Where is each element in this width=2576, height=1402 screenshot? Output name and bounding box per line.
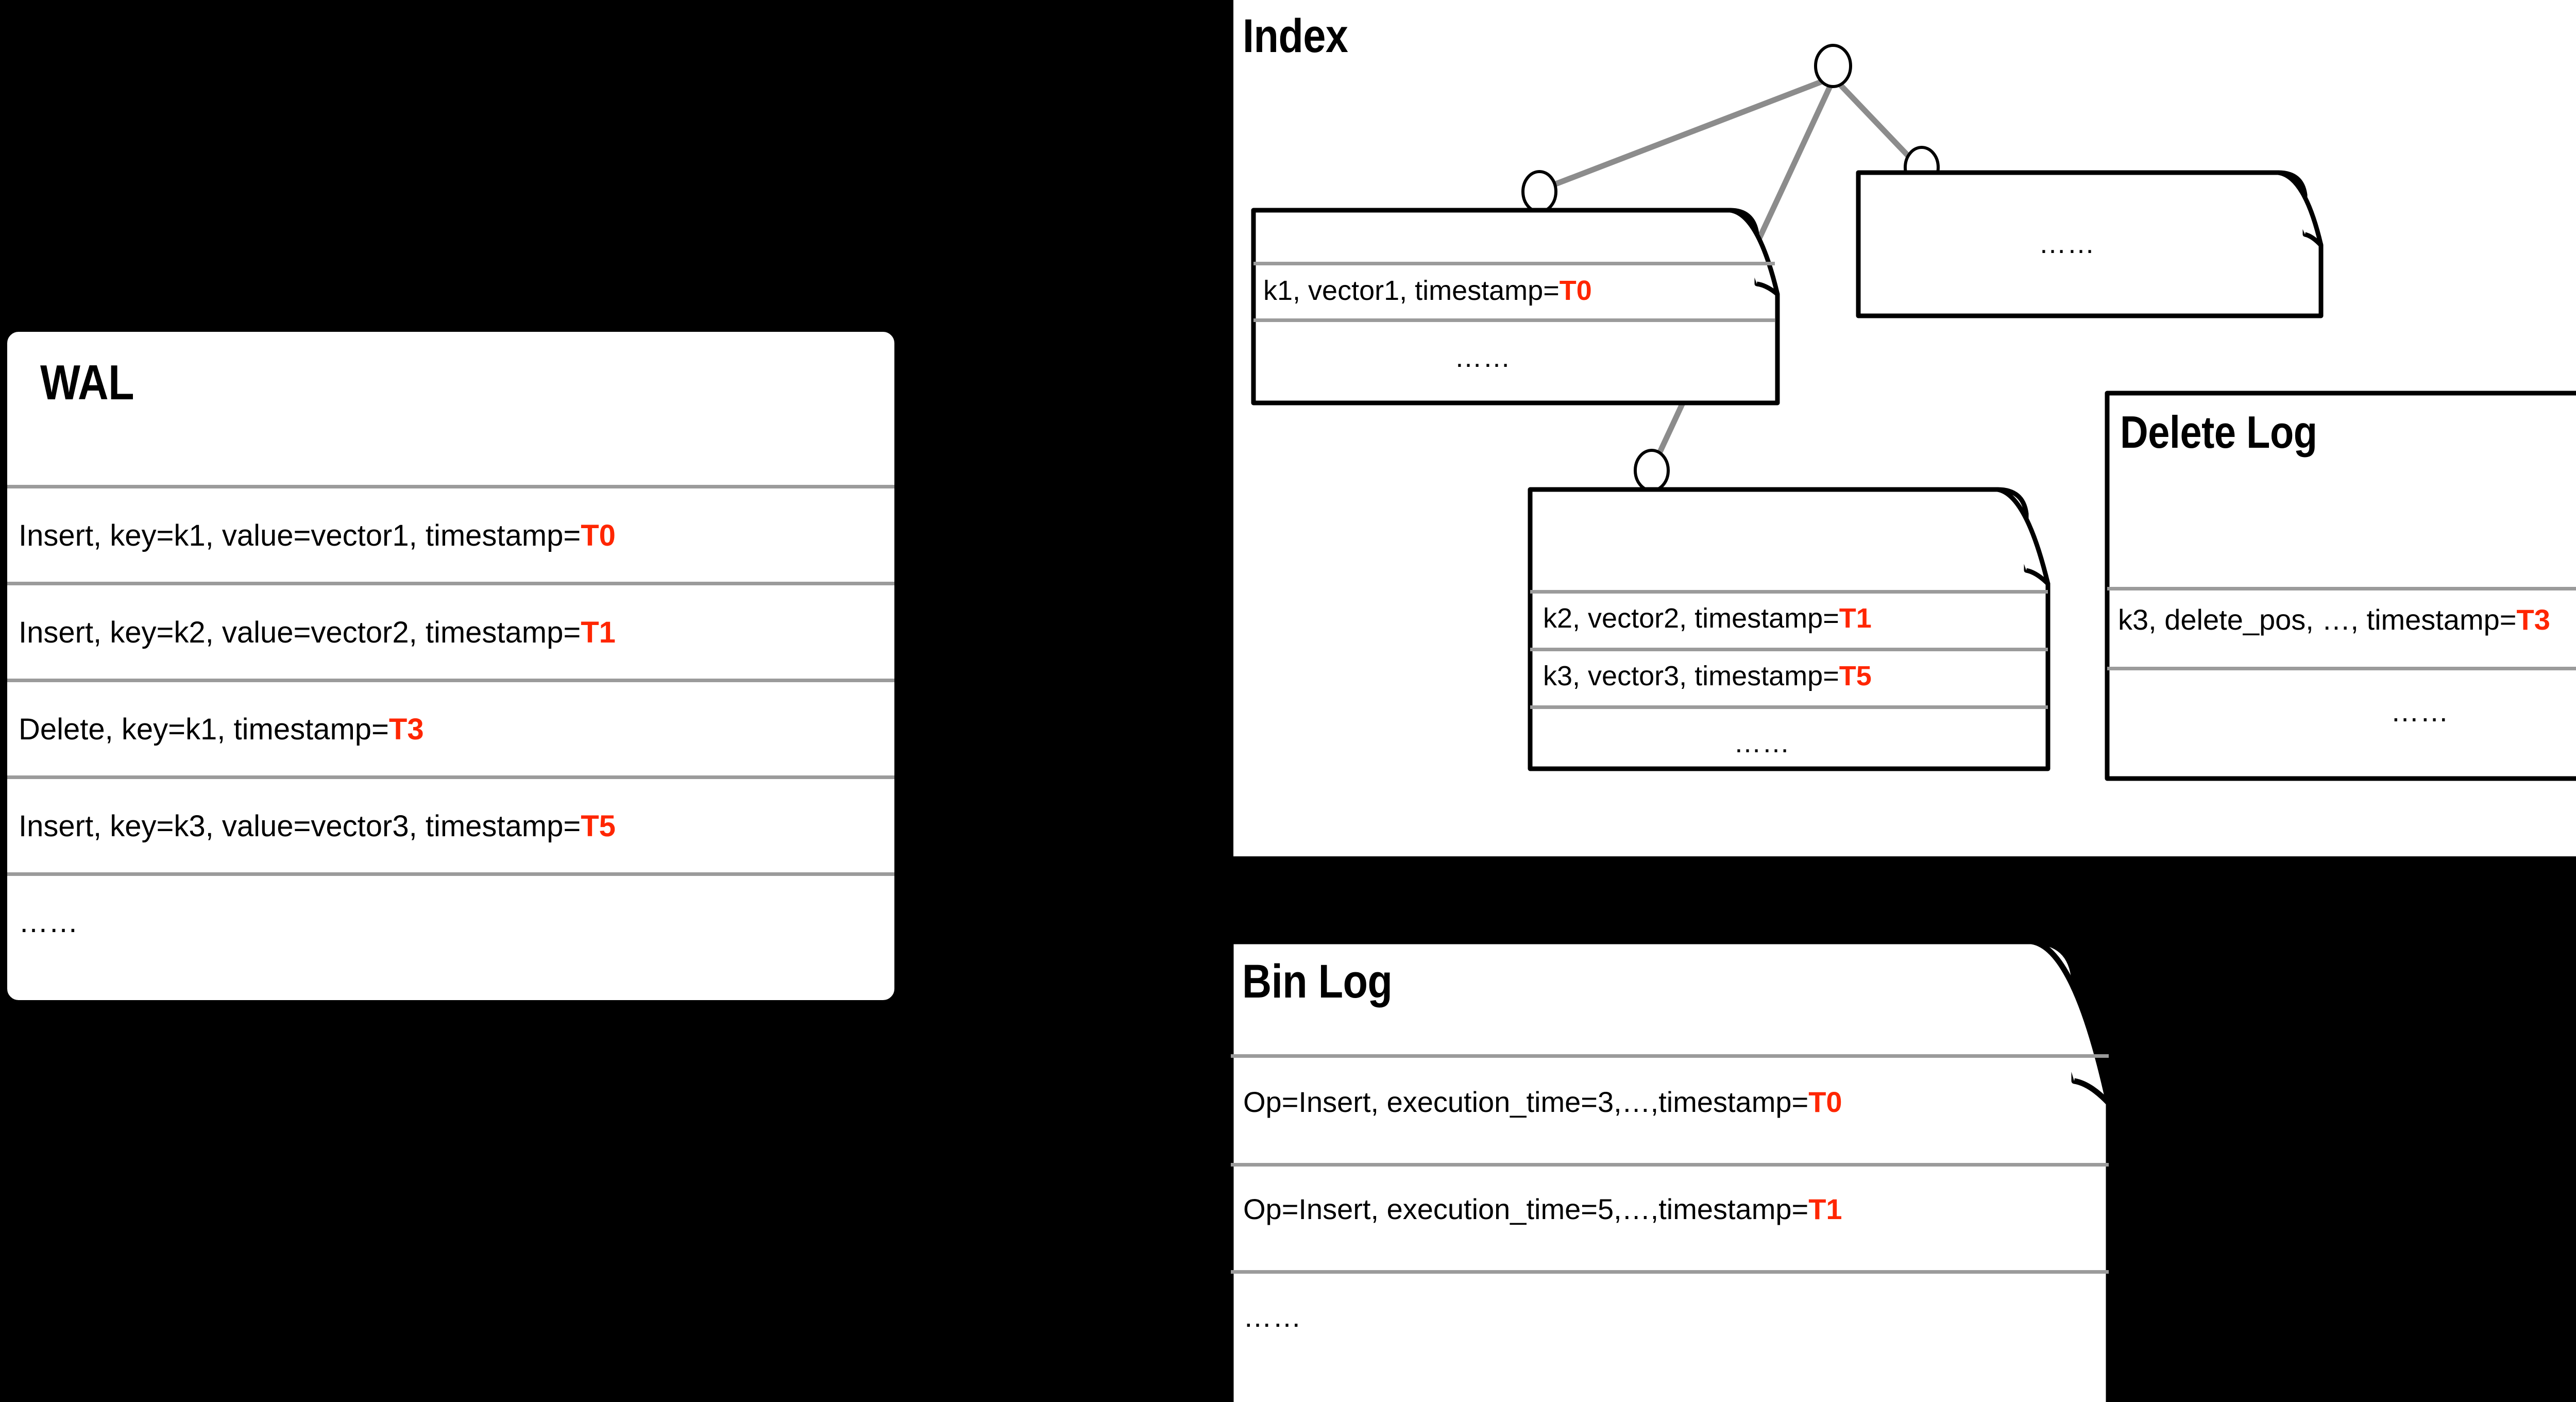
wal-separator [7, 582, 894, 585]
wal-row: Delete, key=k1, timestamp=T3 [19, 712, 424, 747]
bin-log-row-text: Op=Insert, execution_time=3,…,timestamp= [1243, 1086, 1809, 1118]
wal-row-timestamp: T5 [581, 809, 616, 843]
document-shape [1528, 487, 2050, 771]
wal-separator [7, 775, 894, 779]
delete-log-title: Delete Log [2120, 407, 2317, 458]
leaf-row-ellipsis: …… [1454, 342, 1511, 373]
delete-log-row-ellipsis: …… [2391, 695, 2449, 728]
wal-row-text: Insert, key=k3, value=vector3, timestamp… [19, 809, 581, 843]
leaf-row-ellipsis: …… [1734, 728, 1790, 758]
index-title: Index [1243, 10, 1348, 62]
document-shape [2105, 391, 2576, 781]
leaf-separator [1530, 705, 2048, 709]
leaf-row-timestamp: T1 [1839, 603, 1872, 634]
wal-row-timestamp: T3 [388, 713, 424, 746]
delete-log-row: k3, delete_pos, …, timestamp=T3 [2118, 603, 2550, 636]
leaf-row-ellipsis: …… [2039, 228, 2095, 259]
leaf-separator [1530, 648, 2048, 651]
wal-title: WAL [40, 355, 134, 410]
bin-log-panel: Bin Log Op=Insert, execution_time=3,…,ti… [1228, 938, 2223, 1402]
wal-row-text: Delete, key=k1, timestamp= [19, 713, 389, 746]
delete-log-row-text: k3, delete_pos, …, timestamp= [2118, 603, 2517, 636]
wal-row: Insert, key=k1, value=vector1, timestamp… [19, 518, 616, 553]
index-leaf-right: …… [1856, 170, 2324, 318]
bin-log-separator [1231, 1163, 2109, 1167]
index-panel: Index k1, vector1, timestamp=T0 [1233, 0, 2576, 856]
bin-log-title: Bin Log [1242, 955, 1393, 1008]
document-shape [1251, 208, 1780, 406]
delete-log-separator [2107, 587, 2576, 590]
bin-log-separator [1231, 1054, 2109, 1058]
wal-separator [7, 485, 894, 488]
bin-log-row-timestamp: T1 [1808, 1193, 1842, 1225]
document-shape [1856, 170, 2324, 318]
wal-row-text: …… [19, 905, 78, 939]
bin-log-row-ellipsis: …… [1243, 1300, 1302, 1333]
delete-log-separator [2107, 667, 2576, 670]
bin-log-row: Op=Insert, execution_time=5,…,timestamp=… [1243, 1192, 1842, 1226]
wal-separator [7, 679, 894, 682]
leaf-separator [1530, 590, 2048, 594]
wal-row: Insert, key=k2, value=vector2, timestamp… [19, 615, 616, 650]
delete-log-panel: Delete Log k3, delete_pos, …, timestamp=… [2105, 391, 2576, 781]
wal-row-text: Insert, key=k1, value=vector1, timestamp… [19, 519, 581, 552]
leaf-row-timestamp: T5 [1839, 661, 1872, 691]
leaf-row: k2, vector2, timestamp=T1 [1543, 602, 1872, 634]
bin-log-separator [1231, 1270, 2109, 1274]
leaf-separator [1253, 318, 1775, 322]
wal-row-timestamp: T0 [581, 519, 616, 552]
wal-panel: WAL Insert, key=k1, value=vector1, times… [5, 330, 896, 1002]
wal-row: Insert, key=k3, value=vector3, timestamp… [19, 809, 616, 843]
wal-row-ellipsis: …… [19, 905, 78, 939]
wal-separator [7, 872, 894, 876]
leaf-row-text: k3, vector3, timestamp= [1543, 661, 1839, 691]
bin-log-row: Op=Insert, execution_time=3,…,timestamp=… [1243, 1085, 1842, 1119]
delete-log-row-timestamp: T3 [2516, 603, 2550, 636]
leaf-row-text: k2, vector2, timestamp= [1543, 603, 1839, 634]
bin-log-row-text: Op=Insert, execution_time=5,…,timestamp= [1243, 1193, 1809, 1225]
leaf-row-timestamp: T0 [1559, 275, 1592, 306]
leaf-row: k1, vector1, timestamp=T0 [1263, 275, 1592, 307]
index-leaf-center: k2, vector2, timestamp=T1 k3, vector3, t… [1528, 487, 2053, 771]
bin-log-row-timestamp: T0 [1808, 1086, 1842, 1118]
wal-row-text: Insert, key=k2, value=vector2, timestamp… [19, 616, 581, 649]
wal-row-timestamp: T1 [581, 616, 616, 649]
index-leaf-left: k1, vector1, timestamp=T0 …… [1251, 208, 1780, 406]
leaf-row: k3, vector3, timestamp=T5 [1543, 660, 1872, 692]
leaf-row-text: k1, vector1, timestamp= [1263, 275, 1560, 306]
leaf-separator [1253, 262, 1775, 265]
